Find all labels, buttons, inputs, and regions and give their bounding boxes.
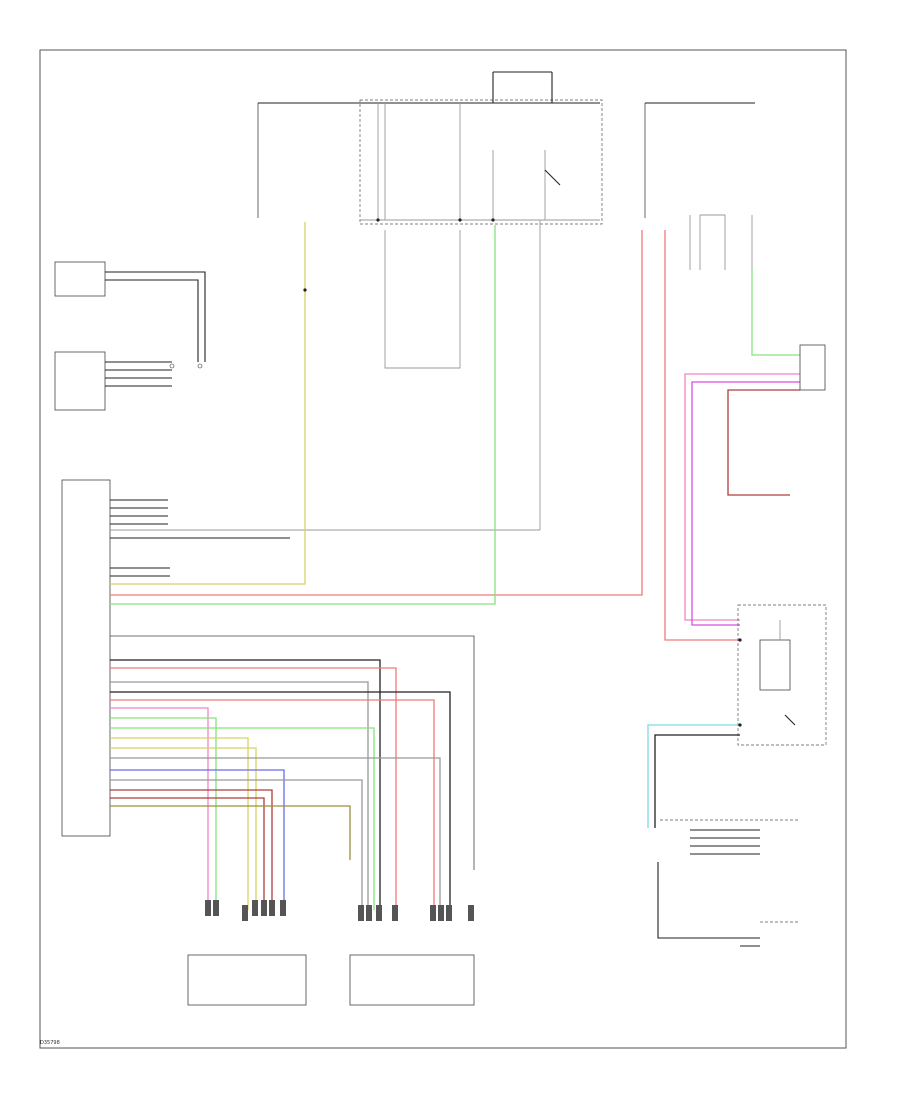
wire-gray-a [110, 681, 369, 910]
bottom-component-right [349, 954, 475, 1006]
figure-id: D35798 [40, 1040, 60, 1046]
wire-green-main [110, 225, 496, 605]
main-ecu [61, 220, 541, 837]
wire-pink-a [110, 707, 209, 910]
wire-red-right [664, 230, 740, 641]
wire-darkred-b [110, 797, 265, 910]
fuse-panel-left [257, 71, 603, 369]
wire-black-lower [657, 862, 760, 939]
wire-red-b [110, 699, 435, 910]
wire-yellow-b [110, 747, 257, 910]
wire-darkred-right [727, 389, 800, 496]
wire-black-a [110, 659, 381, 910]
diagram-frame [39, 49, 847, 1049]
wire-red-a [110, 667, 397, 910]
wire-green-b [110, 727, 375, 910]
wire-red-main [110, 230, 643, 596]
right-component-boxes [737, 344, 827, 746]
wire-olive [110, 805, 351, 860]
wire-gray-c [110, 779, 363, 910]
wire-gray-b [110, 757, 441, 910]
lower-right-boxes [660, 819, 800, 947]
wire-green-a [110, 717, 217, 910]
connector-pins-right [358, 905, 474, 921]
wire-darkred-a [110, 789, 273, 910]
bottom-component-left [187, 954, 307, 1006]
ecu-lower-connector [110, 635, 475, 870]
connector-pins-left [205, 900, 286, 921]
splice-dots [303, 218, 742, 727]
wire-blue [110, 769, 285, 910]
wire-black-b [110, 691, 451, 910]
wire-black-right [654, 734, 740, 828]
left-sensor-group [54, 261, 206, 411]
wire-yellow [110, 222, 306, 585]
wire-green-right [751, 270, 800, 356]
wire-cyan [647, 724, 740, 828]
wire-magenta [691, 381, 800, 626]
fuse-panel-right [644, 102, 755, 270]
wire-yellow-a [110, 737, 249, 910]
wire-pink [684, 373, 800, 621]
